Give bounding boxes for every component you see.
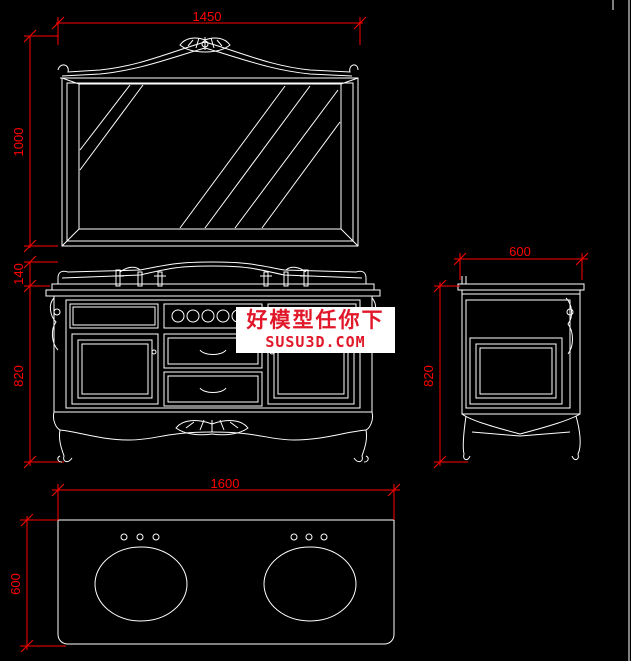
side-panel	[469, 337, 563, 405]
wine-rack-circles	[171, 309, 245, 323]
dim-label-side-height: 820	[421, 365, 436, 387]
dim-side-height: 820	[421, 279, 468, 469]
side-carving	[565, 297, 573, 355]
side-carving-left	[49, 297, 59, 351]
dim-top-width: 1600	[51, 476, 401, 520]
side-body	[461, 293, 581, 415]
basin-left	[94, 546, 188, 622]
dim-label-front-cabinet-height: 820	[11, 365, 26, 387]
dim-side-depth: 600	[453, 244, 589, 280]
dim-label-side-depth: 600	[509, 244, 531, 259]
watermark: 好模型任你下 SUSU3D.COM	[236, 307, 395, 353]
watermark-site-text: SUSU3D.COM	[265, 333, 366, 351]
dim-label-mirror-height: 1000	[11, 128, 26, 157]
dim-front-cabinet-height: 820	[11, 286, 64, 469]
dim-top-depth: 600	[8, 513, 66, 653]
side-countertop	[457, 283, 585, 291]
dim-label-mirror-width: 1450	[193, 9, 222, 24]
mirror-frame-mid	[66, 82, 354, 242]
mirror-glass	[78, 83, 342, 230]
apron	[53, 411, 373, 441]
leg-left	[59, 429, 73, 463]
tap-hole	[120, 533, 128, 541]
door-knob-left	[151, 349, 157, 355]
dim-mirror-height: 1000	[11, 29, 58, 253]
drawer-center-lower	[163, 371, 263, 407]
mirror-crown	[57, 41, 359, 73]
side-backsplash	[461, 276, 580, 285]
backsplash	[57, 261, 367, 279]
apron-carving	[175, 419, 249, 436]
side-leg-left	[462, 415, 471, 461]
side-leg-right	[571, 415, 581, 461]
side-apron	[461, 413, 581, 435]
dim-label-top-width: 1600	[211, 476, 240, 491]
mirror-frame-outer	[61, 77, 359, 247]
cabinet-body	[53, 295, 373, 413]
top-plan-outline	[57, 519, 395, 645]
vanity-top-plan	[57, 519, 395, 645]
basin-right	[263, 546, 357, 622]
countertop	[51, 283, 375, 291]
drawer-pull-upper	[199, 349, 227, 355]
mirror-reflection-lines	[79, 84, 341, 229]
dim-mirror-width: 1450	[51, 9, 367, 45]
watermark-chinese-text: 好模型任你下	[246, 308, 385, 332]
vanity-front-elevation	[45, 261, 381, 463]
countertop-edge	[45, 289, 381, 297]
vanity-side-elevation	[457, 276, 585, 461]
mirror-carving	[179, 37, 231, 53]
dim-label-backsplash-height: 140	[11, 263, 26, 285]
faucet-right	[260, 266, 312, 287]
top-drawer-left	[69, 303, 159, 329]
dim-label-top-depth: 600	[8, 573, 23, 595]
dim-backsplash-height: 140	[11, 255, 58, 293]
leg-right	[353, 429, 367, 463]
door-left	[71, 333, 159, 405]
faucet-left	[112, 266, 166, 287]
mirror-elevation	[57, 37, 359, 247]
drawer-pull-lower	[199, 387, 227, 393]
